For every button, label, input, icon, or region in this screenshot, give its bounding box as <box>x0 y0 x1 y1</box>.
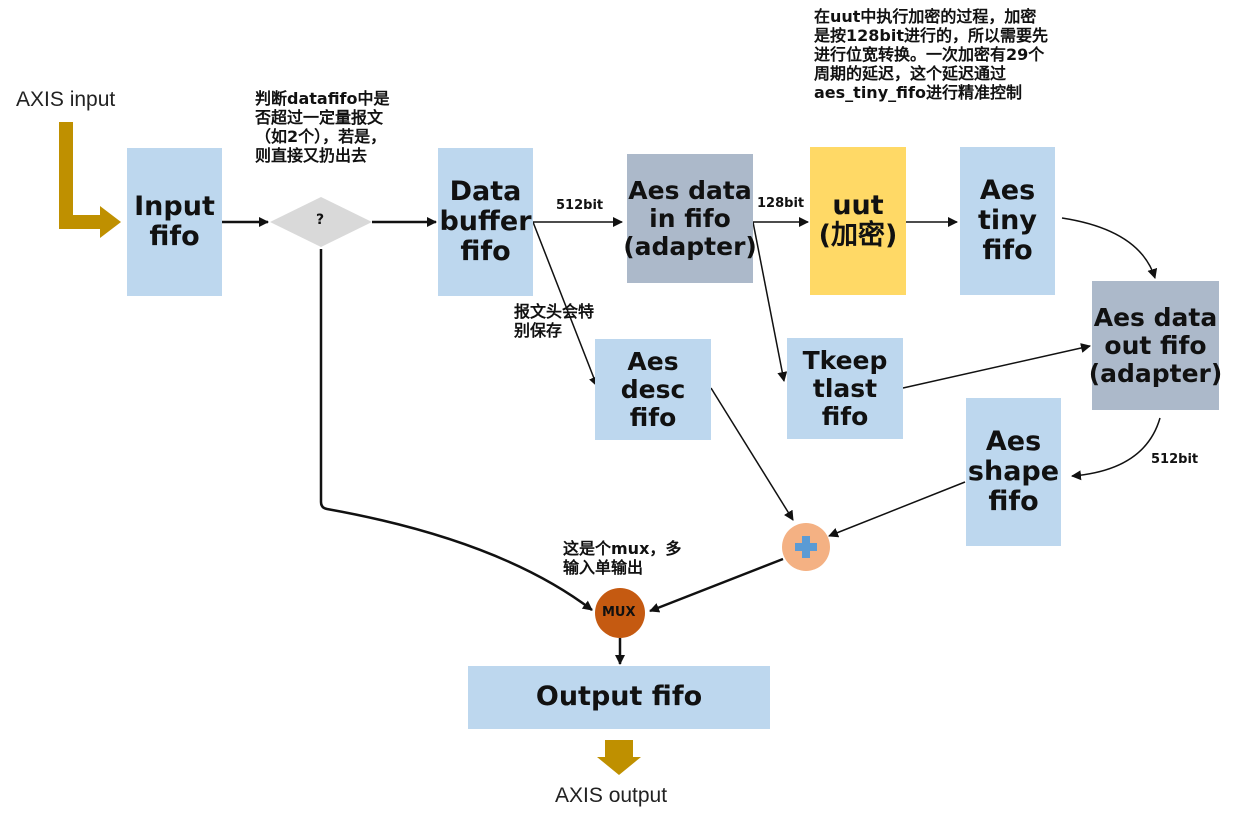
header-note: 报文头会特别保存 <box>514 302 595 340</box>
bypass-path <box>319 249 593 611</box>
arrow-shape-to-plus <box>828 481 966 538</box>
arrow-aes-in-to-tkeep <box>752 221 788 382</box>
mux-label: MUX <box>602 605 636 620</box>
uut-box: uut (加密) <box>810 147 906 295</box>
aes-tiny-fifo-box: Aes tiny fifo <box>960 147 1055 295</box>
tkeep-tlast-fifo-box: Tkeep tlast fifo <box>787 338 903 439</box>
aes-shape-fifo-box: Aes shape fifo <box>966 398 1061 546</box>
mux-circle <box>595 588 645 638</box>
arrow-buffer-to-desc <box>532 221 599 387</box>
decision-symbol: ? <box>316 212 325 228</box>
aes-data-in-fifo-box: Aes data in fifo (adapter) <box>623 154 757 283</box>
arrow-tkeep-to-out <box>902 343 1091 389</box>
bits-512-label-a: 512bit <box>556 198 604 213</box>
arrow-desc-to-plus <box>710 387 794 521</box>
decision-note: 判断datafifo中是否超过一定量报文（如2个），若是，则直接又扔出去 <box>255 89 390 165</box>
axis-input-arrow <box>59 122 104 229</box>
arrow-tiny-to-out <box>1061 217 1158 279</box>
input-fifo-box: Input fifo <box>127 148 222 296</box>
output-fifo-box: Output fifo <box>468 666 770 729</box>
axis-input-arrowhead <box>100 206 121 238</box>
arrow-out-to-shape <box>1071 417 1161 481</box>
bits-512-label-b: 512bit <box>1151 452 1199 467</box>
axis-output-label: AXIS output <box>555 784 668 807</box>
bits-128-label: 128bit <box>757 196 805 211</box>
uut-note: 在uut中执行加密的过程，加密是按128bit进行的，所以需要先进行位宽转换。一… <box>814 7 1048 102</box>
axis-output-arrow <box>597 740 641 775</box>
mux-note: 这是个mux，多输入单输出 <box>563 539 682 577</box>
decision-diamond <box>270 197 372 247</box>
aes-desc-fifo-box: Aes desc fifo <box>595 339 711 440</box>
aes-data-out-fifo-box: Aes data out fifo (adapter) <box>1089 281 1222 410</box>
plus-icon-v <box>802 536 810 558</box>
data-buffer-fifo-box: Data buffer fifo <box>438 148 533 296</box>
arrow-plus-to-mux <box>649 557 784 613</box>
axis-input-label: AXIS input <box>16 88 116 111</box>
